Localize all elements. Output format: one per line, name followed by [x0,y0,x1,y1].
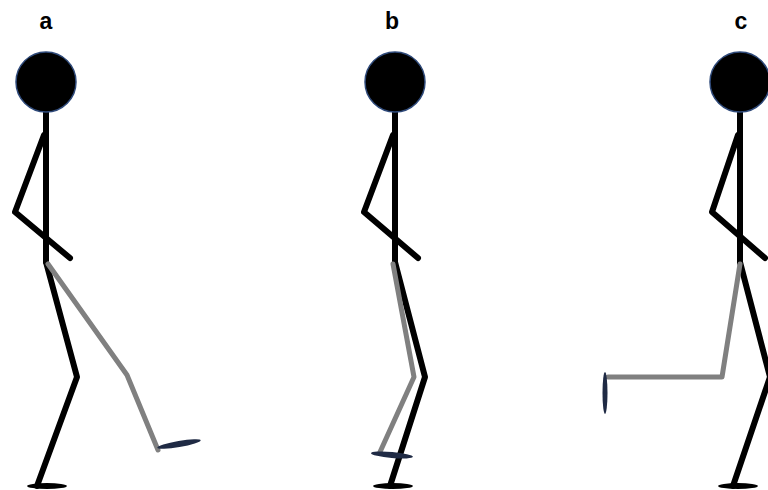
figure-label: c [735,10,748,33]
figure-label: a [40,10,53,33]
moving-leg [608,264,740,377]
moving-leg [380,264,414,452]
head [16,52,76,112]
foot [373,483,413,489]
arm [712,135,765,258]
figure-b [364,52,425,489]
foot [157,437,201,451]
foot [603,372,608,414]
head [710,52,768,112]
head [365,52,425,112]
figure-c [603,52,768,489]
figure-label: b [385,10,399,33]
moving-leg [48,264,158,450]
figure-a [15,52,201,489]
arm [15,135,70,258]
standing-leg [733,262,768,486]
foot [371,450,413,460]
foot [27,483,67,489]
arm [364,135,418,258]
foot [718,483,758,489]
